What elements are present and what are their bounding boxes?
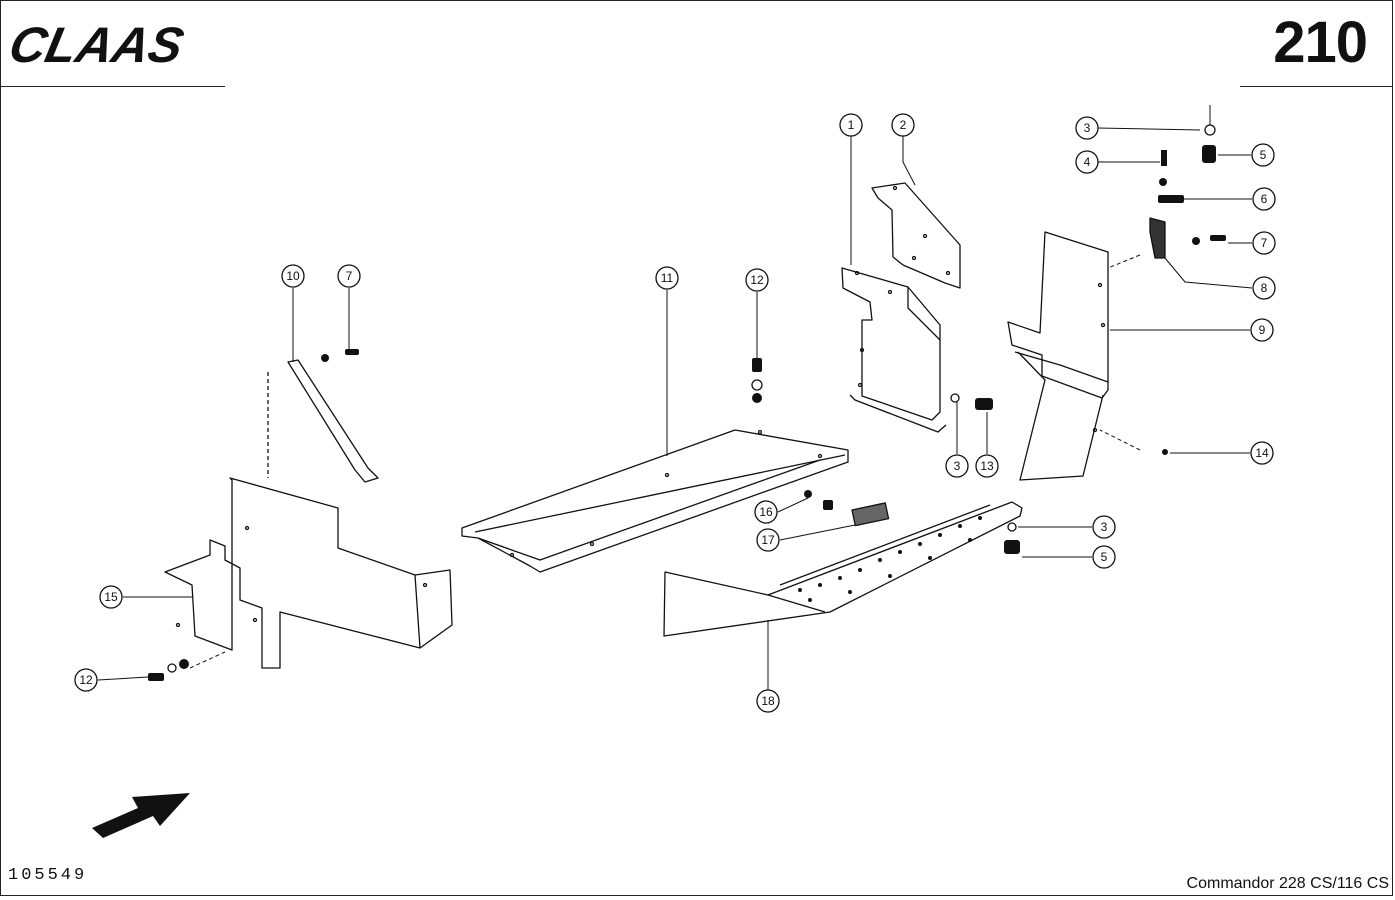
svg-text:12: 12 bbox=[79, 673, 93, 687]
svg-text:13: 13 bbox=[980, 459, 994, 473]
part-17-clamp-plate bbox=[851, 502, 890, 527]
callout-12b: 12 bbox=[74, 668, 98, 692]
part-8-bracket bbox=[1149, 217, 1166, 259]
callout-14: 14 bbox=[1250, 441, 1274, 465]
svg-text:CLAAS: CLAAS bbox=[5, 17, 189, 73]
svg-text:5: 5 bbox=[1260, 148, 1267, 162]
callout-3b: 3 bbox=[945, 454, 969, 478]
part-1-side-plate bbox=[841, 267, 947, 433]
callout-5: 5 bbox=[1251, 143, 1275, 167]
svg-text:12: 12 bbox=[750, 273, 764, 287]
svg-text:1: 1 bbox=[848, 118, 855, 132]
svg-text:8: 8 bbox=[1261, 281, 1268, 295]
callout-8: 8 bbox=[1252, 276, 1276, 300]
svg-text:17: 17 bbox=[761, 533, 775, 547]
part-9-upright-shield bbox=[1007, 231, 1109, 481]
svg-text:3: 3 bbox=[1101, 520, 1108, 534]
callout-18: 18 bbox=[756, 689, 780, 713]
callout-15: 15 bbox=[99, 585, 123, 609]
callout-7b: 7 bbox=[337, 264, 361, 288]
callout-16: 16 bbox=[754, 500, 778, 524]
page-number: 210 bbox=[1273, 10, 1368, 75]
callout-10: 10 bbox=[281, 264, 305, 288]
callout-9: 9 bbox=[1250, 318, 1274, 342]
callout-5b: 5 bbox=[1092, 545, 1116, 569]
svg-text:15: 15 bbox=[104, 590, 118, 604]
callout-13: 13 bbox=[975, 454, 999, 478]
direction-arrow-icon bbox=[92, 793, 190, 838]
callout-7: 7 bbox=[1252, 231, 1276, 255]
hardware bbox=[148, 124, 1226, 681]
header-rule-right bbox=[1240, 86, 1393, 87]
callout-4: 4 bbox=[1075, 150, 1099, 174]
part-15-side-panel bbox=[164, 477, 453, 669]
callout-2: 2 bbox=[891, 113, 915, 137]
svg-text:5: 5 bbox=[1101, 550, 1108, 564]
claas-logo: CLAAS bbox=[5, 17, 189, 73]
svg-text:6: 6 bbox=[1261, 192, 1268, 206]
callout-1: 1 bbox=[839, 113, 863, 137]
svg-text:9: 9 bbox=[1259, 323, 1266, 337]
document-code: 105549 bbox=[8, 866, 88, 885]
svg-text:18: 18 bbox=[761, 694, 775, 708]
part-11-tray bbox=[461, 429, 849, 573]
callout-6: 6 bbox=[1252, 187, 1276, 211]
leader-lines bbox=[97, 105, 1253, 690]
svg-text:14: 14 bbox=[1255, 446, 1269, 460]
callout-3: 3 bbox=[1075, 116, 1099, 140]
model-label: Commandor 228 CS/116 CS bbox=[1186, 875, 1389, 892]
header-rule-left bbox=[0, 86, 225, 87]
svg-text:3: 3 bbox=[954, 459, 961, 473]
svg-text:2: 2 bbox=[900, 118, 907, 132]
svg-text:10: 10 bbox=[286, 269, 300, 283]
svg-text:7: 7 bbox=[346, 269, 353, 283]
part-10-strut bbox=[267, 359, 379, 483]
callout-11: 11 bbox=[655, 266, 679, 290]
callout-3c: 3 bbox=[1092, 515, 1116, 539]
svg-text:7: 7 bbox=[1261, 236, 1268, 250]
callout-12: 12 bbox=[745, 268, 769, 292]
part-18-step bbox=[663, 501, 1023, 637]
svg-text:4: 4 bbox=[1084, 155, 1091, 169]
callout-17: 17 bbox=[756, 528, 780, 552]
part-2-plate bbox=[871, 182, 961, 289]
svg-text:11: 11 bbox=[661, 271, 674, 285]
svg-text:16: 16 bbox=[759, 505, 773, 519]
svg-text:3: 3 bbox=[1084, 121, 1091, 135]
